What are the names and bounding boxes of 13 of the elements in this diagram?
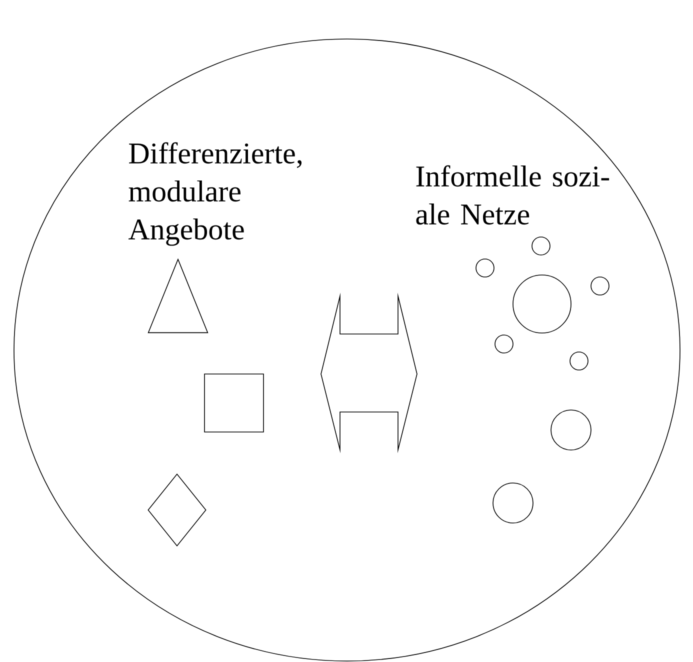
- diamond-shape: [148, 474, 206, 546]
- ellipse-shape: [14, 38, 680, 662]
- circle-shape: [494, 334, 514, 354]
- heading: Differenzierte, modulare Angebote: [128, 142, 302, 246]
- circle-shape: [570, 352, 588, 370]
- circle-shape: [550, 410, 592, 450]
- square-shape: [204, 374, 264, 432]
- circle-shape: [512, 274, 572, 334]
- circle-shape: [492, 482, 534, 524]
- heading: Informelle sozi-ale Netze: [416, 165, 610, 225]
- circle-shape: [476, 258, 494, 278]
- circle-shape: [590, 276, 610, 296]
- circle-shape: [532, 236, 550, 256]
